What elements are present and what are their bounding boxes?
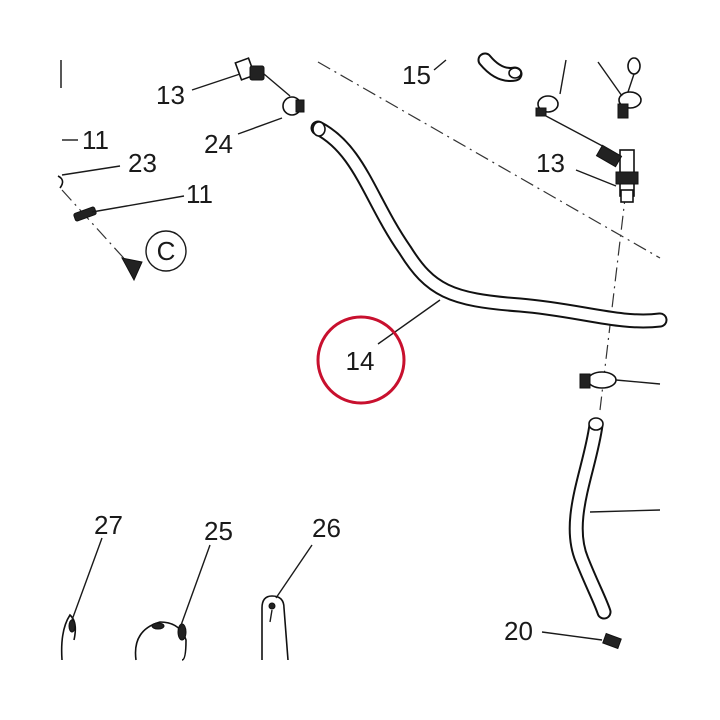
clamp-15-area bbox=[535, 95, 559, 117]
hose-lower-right bbox=[568, 417, 612, 620]
callout-13-left[interactable]: 13 bbox=[156, 80, 185, 110]
callout-27[interactable]: 27 bbox=[94, 510, 123, 540]
hose-top-end bbox=[508, 67, 522, 79]
callout-14-highlight[interactable]: 14 bbox=[316, 315, 406, 405]
fitting-13-left bbox=[234, 57, 291, 97]
callout-11-bottom[interactable]: 11 bbox=[186, 179, 213, 209]
highlight-ring bbox=[316, 315, 406, 405]
fitting-11-body bbox=[73, 206, 97, 222]
view-c-circle bbox=[145, 230, 187, 272]
guide-line-left bbox=[61, 189, 131, 266]
callout-15[interactable]: 15 bbox=[402, 60, 431, 90]
view-c-label: C bbox=[157, 236, 176, 266]
right-hose-stub bbox=[589, 509, 661, 513]
hose-lower-end bbox=[588, 417, 604, 431]
callout-20[interactable]: 20 bbox=[504, 616, 533, 646]
fitting-nut bbox=[249, 65, 265, 81]
clamp-25 bbox=[134, 621, 187, 661]
callout-11-top[interactable]: 11 bbox=[82, 125, 109, 155]
fitting-13-right-tee bbox=[595, 144, 639, 203]
callout-14: 14 bbox=[346, 346, 375, 376]
callout-labels: 13 24 11 23 11 15 13 27 25 26 20 bbox=[82, 60, 565, 646]
callout-23[interactable]: 23 bbox=[128, 148, 157, 178]
callout-26[interactable]: 26 bbox=[312, 513, 341, 543]
callout-24[interactable]: 24 bbox=[204, 129, 233, 159]
clamp-lower-hose bbox=[579, 371, 661, 389]
leader-lines bbox=[61, 59, 623, 641]
hose-14-end bbox=[312, 121, 326, 137]
part-23 bbox=[57, 175, 64, 189]
hose-14 bbox=[310, 120, 668, 329]
fitting-11-left bbox=[73, 206, 97, 222]
fitting-top-right bbox=[617, 57, 642, 119]
hose-top-segment bbox=[477, 52, 523, 82]
clamp-tab bbox=[535, 107, 547, 117]
view-c-marker[interactable]: C bbox=[145, 230, 187, 272]
clamp-27 bbox=[60, 613, 77, 661]
callout-25[interactable]: 25 bbox=[204, 516, 233, 546]
view-c-arrow bbox=[121, 257, 143, 282]
guide-line-top bbox=[317, 61, 661, 259]
callout-13-right[interactable]: 13 bbox=[536, 148, 565, 178]
clamp-tab bbox=[295, 99, 305, 113]
clamp-20 bbox=[602, 632, 622, 650]
arrow-head-icon bbox=[121, 257, 143, 282]
part-26 bbox=[261, 595, 289, 661]
clamp-24 bbox=[282, 96, 305, 116]
